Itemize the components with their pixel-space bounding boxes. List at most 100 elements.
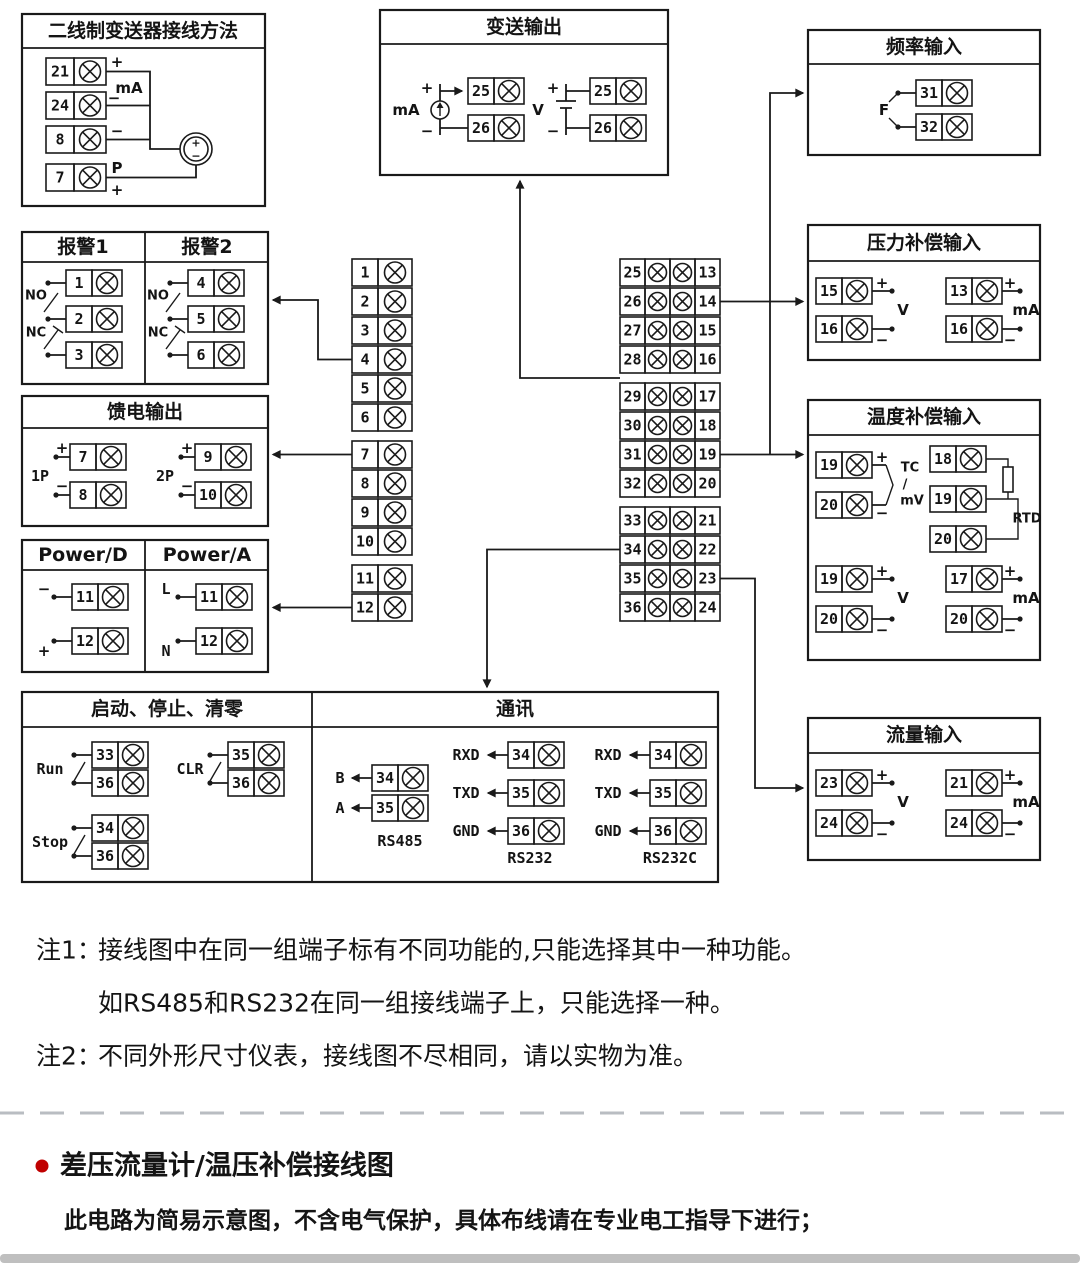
terminal-block-3: 3 <box>351 316 413 345</box>
label-plus: + <box>876 562 889 580</box>
svg-text:15: 15 <box>820 282 838 300</box>
svg-text:17: 17 <box>950 570 968 588</box>
power-a-title: Power/A <box>163 544 252 566</box>
label-b: B <box>335 769 344 787</box>
label-plus: + <box>1004 274 1017 292</box>
stop-switch-symbol <box>73 834 86 855</box>
svg-text:19: 19 <box>934 490 952 508</box>
label-rxd: RXD <box>452 746 479 764</box>
bullet-icon <box>35 1159 49 1173</box>
terminal-press-16v: 16 <box>815 315 873 343</box>
two-wire-title: 二线制变送器接线方法 <box>48 19 238 42</box>
label-plus: + <box>38 642 51 660</box>
rtd-wiring <box>986 458 1019 540</box>
frequency-input-title: 频率输入 <box>886 35 962 58</box>
svg-text:20: 20 <box>950 610 968 628</box>
power-d-wiring <box>54 596 72 642</box>
svg-text:20: 20 <box>820 496 838 514</box>
label-a: A <box>335 799 344 817</box>
label-rs232: RS232 <box>507 849 552 867</box>
terminal-alarm1-2: 2 <box>65 305 123 333</box>
svg-text:14: 14 <box>698 293 716 311</box>
svg-text:10: 10 <box>356 533 374 551</box>
svg-text:11: 11 <box>76 588 94 606</box>
terminal-two-wire-24: 24 <box>45 91 107 120</box>
transmit-output-title: 变送输出 <box>486 15 562 38</box>
label-minus: − <box>421 122 434 140</box>
box-power: Power/D Power/A − + 11 12 L N 11 12 <box>20 538 270 674</box>
svg-text:26: 26 <box>472 119 490 137</box>
svg-text:20: 20 <box>820 610 838 628</box>
alarm2-wiring <box>170 282 188 356</box>
label-run: Run <box>36 760 63 778</box>
terminal-rs232c-34: 34 <box>649 741 707 769</box>
svg-text:1: 1 <box>74 274 83 292</box>
label-plus: + <box>56 439 69 457</box>
terminal-alarm2-5: 5 <box>187 305 245 333</box>
svg-text:31: 31 <box>920 84 938 102</box>
clr-wiring <box>210 754 228 784</box>
svg-text:20: 20 <box>698 475 716 493</box>
terminal-temp-rtd-20: 20 <box>929 525 987 553</box>
terminal-two-wire-7: 7 <box>45 163 107 192</box>
svg-text:34: 34 <box>376 769 394 787</box>
svg-text:2: 2 <box>74 310 83 328</box>
terminal-temp-v-20: 20 <box>815 605 873 633</box>
transmitter-minus: − <box>191 150 200 163</box>
terminal-alarm1-3: 3 <box>65 341 123 369</box>
terminal-block-7: 7 <box>351 440 413 469</box>
label-gnd: GND <box>452 822 479 840</box>
terminal-clr-35: 35 <box>227 741 285 769</box>
alarm2-nc-label: NC <box>148 326 168 341</box>
svg-text:7: 7 <box>78 448 87 466</box>
terminal-temp-v-19: 19 <box>815 565 873 593</box>
note1-text: 接线图中在同一组端子标有不同功能的,只能选择其中一种功能。 <box>98 936 806 965</box>
svg-text:24: 24 <box>698 599 716 617</box>
terminal-txout-v-25: 25 <box>589 77 647 105</box>
current-source-symbol <box>430 100 450 120</box>
temperature-input-title: 温度补偿输入 <box>867 405 981 428</box>
svg-text:34: 34 <box>512 746 530 764</box>
svg-text:24: 24 <box>51 97 69 115</box>
svg-text:3: 3 <box>360 322 369 340</box>
svg-text:15: 15 <box>698 322 716 340</box>
footer-subheading: 此电路为简易示意图，不含电气保护，具体布线请在专业电工指导下进行； <box>64 1207 823 1234</box>
label-ma: mA <box>1012 589 1040 607</box>
terminal-block-1: 1 <box>351 258 413 287</box>
svg-text:1: 1 <box>360 264 369 282</box>
label-plus: + <box>547 79 560 97</box>
pressure-ma-wiring <box>1002 290 1020 330</box>
clr-switch-symbol <box>209 761 222 782</box>
label-gnd: GND <box>594 822 621 840</box>
flow-v-wiring <box>872 782 892 824</box>
svg-text:36: 36 <box>96 847 114 865</box>
svg-text:25: 25 <box>594 82 612 100</box>
terminal-press-16ma: 16 <box>945 315 1003 343</box>
svg-text:36: 36 <box>96 774 114 792</box>
label-plus: + <box>111 53 124 71</box>
stop-wiring <box>74 827 92 857</box>
label-rs232c: RS232C <box>643 849 697 867</box>
rtd-resistor-symbol <box>1002 466 1014 493</box>
notes-section: 注1： 接线图中在同一组端子标有不同功能的,只能选择其中一种功能。 如RS485… <box>36 936 806 1071</box>
temp-ma-wiring <box>1002 578 1020 620</box>
svg-text:29: 29 <box>623 388 641 406</box>
terminal-alarm2-6: 6 <box>187 341 245 369</box>
label-p: P <box>112 159 123 177</box>
label-minus: − <box>547 122 560 140</box>
svg-text:11: 11 <box>356 570 374 588</box>
connector-wires <box>271 88 805 793</box>
terminal-temp-tc-19: 19 <box>815 451 873 479</box>
terminal-temp-rtd-19: 19 <box>929 485 987 513</box>
svg-text:8: 8 <box>360 475 369 493</box>
svg-text:2: 2 <box>360 293 369 311</box>
terminal-run-33: 33 <box>91 741 149 769</box>
svg-text:35: 35 <box>512 784 530 802</box>
label-ma: mA <box>115 79 143 97</box>
